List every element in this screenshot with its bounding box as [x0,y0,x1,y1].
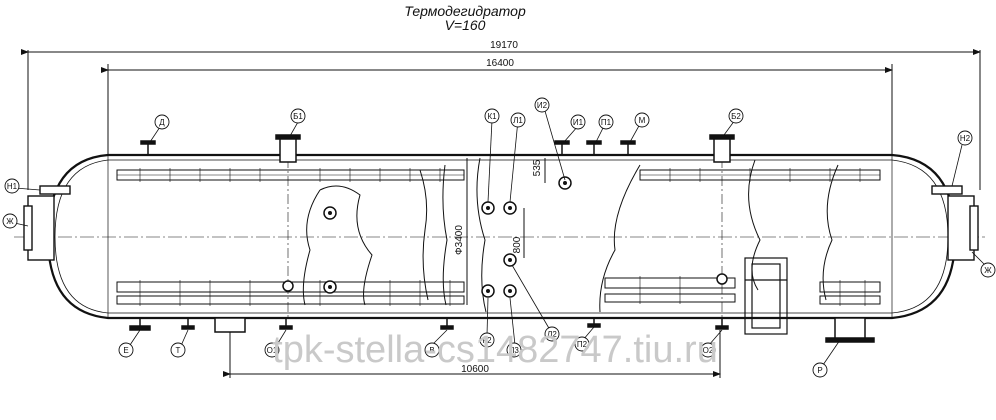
label-p1: П1 [601,118,612,127]
label-l2: Л2 [547,330,557,339]
drawing-volume: V=160 [444,17,486,33]
manhole-box [744,257,788,335]
dim-diameter: Ф3400 [454,225,465,255]
label-k1: К1 [487,112,497,121]
dim-nozzle-spacing: 800 [512,236,523,253]
label-i2-top: И2 [537,101,548,110]
watermark: tpk-stella-cs1482747.tiu.ru [272,329,718,371]
label-n1: Н1 [7,182,18,191]
label-b1: Б1 [293,112,303,121]
drawing-title: Термодегидратор [404,3,526,19]
dim-overall-length: 19170 [490,40,518,51]
upper-distributor-ticks [139,168,861,182]
label-zh-left: Ж [6,217,14,226]
bottom-nozzles [129,317,875,343]
label-o2: О2 [703,346,714,355]
end-flanges [23,185,979,261]
label-e: Е [123,346,128,355]
internal-nozzles [282,176,728,298]
label-texts: Д Б1 И2 К1 Л1 И1 П1 М Б2 Н2 Н1 Ж Ж Е Т О… [6,101,992,375]
label-zh-right: Ж [984,266,992,275]
upper-distributor [116,169,881,181]
vessel-shell [14,140,985,320]
label-circles [2,97,996,378]
dim-shell-length: 16400 [486,58,514,69]
label-k2: К2 [482,336,492,345]
label-t: Т [176,346,181,355]
label-l1: Л1 [513,116,523,125]
lower-distributor-ticks [139,276,866,306]
label-p2: П2 [577,340,588,349]
label-m: М [639,116,646,125]
dim-nozzle-offset: 535 [532,159,543,176]
label-r: Р [817,366,822,375]
dimension-lines [21,49,981,378]
label-b2: Б2 [731,112,741,121]
dim-support-spacing: 10600 [461,364,489,375]
label-v: В [429,346,434,355]
label-l3: Л3 [509,346,519,355]
label-o1: О1 [267,346,278,355]
internal-nozzle-centers [328,181,567,293]
top-nozzles [140,134,735,163]
label-i1: И1 [573,118,584,127]
label-n2: Н2 [960,134,971,143]
label-d: Д [159,118,165,127]
lower-distributor [116,277,881,305]
